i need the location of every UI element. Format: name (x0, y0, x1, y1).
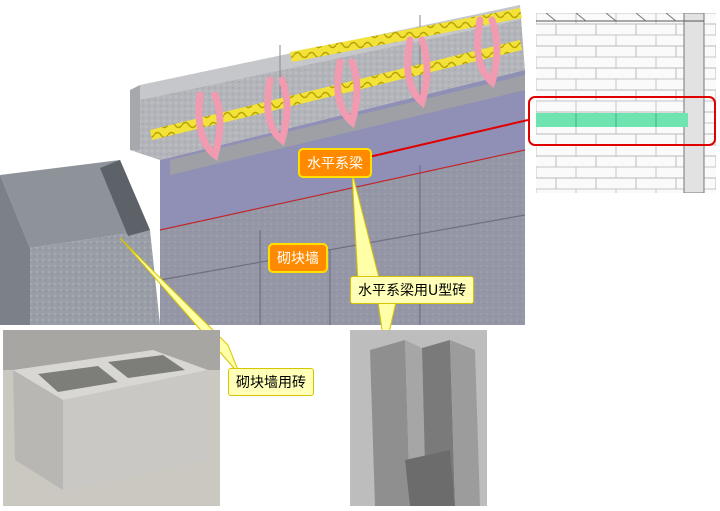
leader-line (355, 119, 529, 161)
tie-beam-label: 水平系梁 (298, 148, 372, 178)
tie-beam-band (536, 113, 688, 127)
rebar-upper (290, 8, 522, 62)
inset-elevation (536, 12, 716, 194)
inset-highlight-frame (528, 96, 716, 146)
block-brick-label: 砌块墙用砖 (228, 368, 314, 396)
block-wall-label: 砌块墙 (268, 243, 328, 273)
hollow-block-photo (3, 330, 220, 506)
u-brick-label: 水平系梁用U型砖 (350, 276, 475, 304)
u-brick-photo (350, 330, 487, 506)
